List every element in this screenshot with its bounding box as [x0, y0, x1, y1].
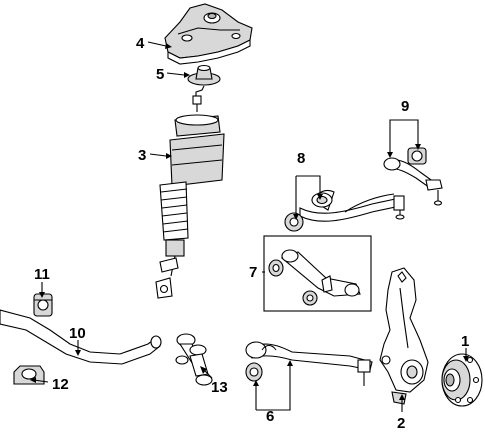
callout-11: 11 — [34, 266, 50, 283]
part-upper-mount — [164, 3, 253, 65]
part-wheel-hub — [441, 353, 483, 407]
part-upper-control-arm — [284, 189, 405, 232]
callout-3: 3 — [138, 147, 146, 164]
part-air-strut — [155, 85, 225, 299]
part-stabilizer-bushing — [33, 293, 53, 317]
part-bushing-bracket — [13, 365, 45, 385]
callout-13: 13 — [211, 379, 228, 396]
callout-2: 2 — [397, 415, 405, 432]
part-lower-arm — [245, 341, 373, 386]
part-stabilizer-bar — [0, 309, 162, 365]
part-stabilizer-link — [175, 333, 213, 386]
callout-7: 7 — [249, 264, 257, 281]
callout-12: 12 — [52, 376, 69, 393]
callout-8: 8 — [297, 150, 305, 167]
callout-10: 10 — [69, 325, 86, 342]
callout-leaders — [30, 41, 469, 412]
callout-4: 4 — [136, 35, 145, 52]
part-lower-control-arm — [263, 235, 372, 312]
callout-9: 9 — [401, 98, 409, 115]
part-steering-knuckle — [379, 267, 429, 405]
callout-6: 6 — [266, 408, 274, 425]
part-upper-arm-rear — [383, 147, 443, 206]
part-mount-cap — [187, 64, 221, 86]
callout-1: 1 — [461, 333, 469, 350]
callout-5: 5 — [156, 66, 164, 83]
